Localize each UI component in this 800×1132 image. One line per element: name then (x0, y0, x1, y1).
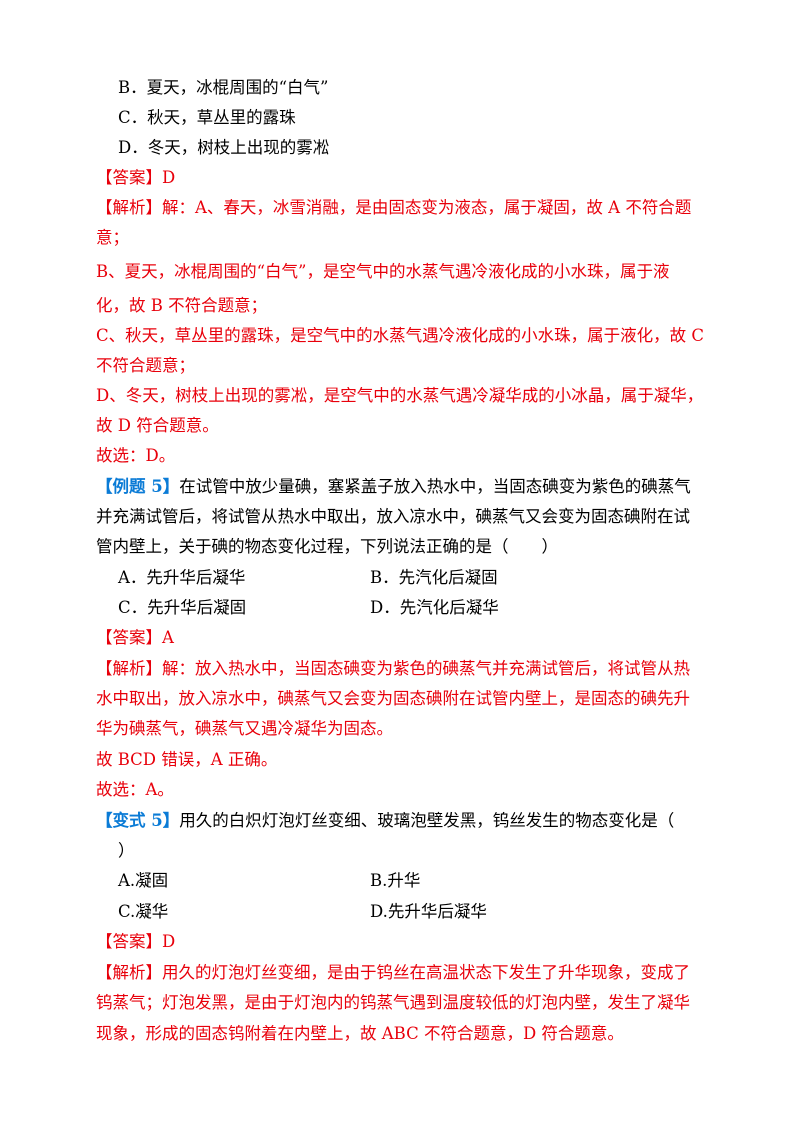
var5-label: 【变式 5】 (96, 811, 180, 830)
analysis-text: 解：A、春天，冰雪消融，是由固态变为液态，属于凝固，故 A 不符合题 (162, 198, 692, 217)
ex5-stem-line-2: 并充满试管后，将试管从热水中取出，放入凉水中，碘蒸气又会变为固态碘附在试 (96, 507, 690, 526)
analysis-text: 用久的灯泡灯丝变细，是由于钨丝在高温状态下发生了升华现象，变成了 (162, 963, 690, 982)
q4-analysis-line-1: 【解析】解：A、春天，冰雪消融，是由固态变为液态，属于凝固，故 A 不符合题 (96, 198, 691, 218)
ex5-option-a: A．先升华后凝华 (118, 568, 246, 587)
var5-option-c: C.凝华 (118, 902, 169, 921)
q4-analysis-line-8: 故 D 符合题意。 (96, 416, 219, 435)
q4-option-b: B．夏天，冰棍周围的“白气” (118, 78, 329, 97)
q4-option-d: D．冬天，树枝上出现的雾凇 (118, 138, 330, 157)
answer-value: D (162, 932, 176, 951)
ex5-label: 【例题 5】 (96, 477, 180, 496)
q4-analysis-line-5: C、秋天，草丛里的露珠，是空气中的水蒸气遇冷液化成的小水珠，属于液化，故 C (96, 326, 704, 345)
var5-option-b: B.升华 (370, 871, 421, 890)
q4-analysis-line-2: 意； (96, 228, 129, 247)
answer-label: 【答案】 (96, 932, 162, 951)
q4-analysis-line-6: 不符合题意； (96, 356, 195, 375)
ex5-option-d: D．先汽化后凝华 (370, 598, 499, 617)
var5-analysis-line-2: 钨蒸气；灯泡发黑，是由于灯泡内的钨蒸气遇到温度较低的灯泡内壁，发生了凝华 (96, 993, 690, 1012)
q4-answer: 【答案】D (96, 168, 175, 188)
ex5-choose: 故选：A。 (96, 780, 174, 799)
ex5-answer: 【答案】A (96, 628, 174, 648)
q4-analysis-line-7: D、冬天，树枝上出现的雾凇，是空气中的水蒸气遇冷凝华成的小冰晶，属于凝华， (96, 386, 704, 405)
answer-label: 【答案】 (96, 628, 162, 647)
analysis-text: 解：放入热水中，当固态碘变为紫色的碘蒸气并充满试管后，将试管从热 (162, 659, 690, 678)
ex5-stem-line-3: 管内壁上，关于碘的物态变化过程，下列说法正确的是（ ） (96, 537, 558, 556)
var5-analysis-line-1: 【解析】用久的灯泡灯丝变细，是由于钨丝在高温状态下发生了升华现象，变成了 (96, 963, 690, 983)
var5-answer: 【答案】D (96, 932, 175, 952)
var5-stem-text: 用久的白炽灯泡灯丝变细、玻璃泡壁发黑，钨丝发生的物态变化是（ (179, 811, 675, 830)
ex5-extra: 故 BCD 错误，A 正确。 (96, 750, 278, 769)
ex5-stem-text: 在试管中放少量碘，塞紧盖子放入热水中，当固态碘变为紫色的碘蒸气 (179, 477, 691, 496)
ex5-analysis-line-2: 水中取出，放入凉水中，碘蒸气又会变为固态碘附在试管内壁上，是固态的碘先升 (96, 689, 690, 708)
answer-value: D (162, 168, 176, 187)
ex5-analysis-line-1: 【解析】解：放入热水中，当固态碘变为紫色的碘蒸气并充满试管后，将试管从热 (96, 659, 690, 679)
q4-choose: 故选：D。 (96, 446, 176, 465)
ex5-option-b: B．先汽化后凝固 (370, 568, 498, 587)
q4-option-c: C．秋天，草丛里的露珠 (118, 108, 296, 127)
analysis-label: 【解析】 (96, 198, 162, 217)
q4-analysis-line-3: B、夏天，冰棍周围的“白气”，是空气中的水蒸气遇冷液化成的小水珠，属于液 (96, 262, 670, 281)
var5-option-a: A.凝固 (118, 871, 169, 890)
var5-analysis-line-3: 现象，形成的固态钨附着在内壁上，故 ABC 不符合题意，D 符合题意。 (96, 1024, 624, 1043)
answer-value: A (162, 628, 174, 647)
var5-stem-line-1: 【变式 5】用久的白炽灯泡灯丝变细、玻璃泡壁发黑，钨丝发生的物态变化是（ (96, 811, 674, 831)
var5-option-d: D.先升华后凝华 (370, 902, 487, 921)
analysis-label: 【解析】 (96, 963, 162, 982)
ex5-option-c: C．先升华后凝固 (118, 598, 247, 617)
ex5-analysis-line-3: 华为碘蒸气，碘蒸气又遇冷凝华为固态。 (96, 719, 393, 738)
q4-analysis-line-4: 化，故 B 不符合题意； (96, 296, 268, 315)
answer-label: 【答案】 (96, 168, 162, 187)
analysis-label: 【解析】 (96, 659, 162, 678)
ex5-stem-line-1: 【例题 5】在试管中放少量碘，塞紧盖子放入热水中，当固态碘变为紫色的碘蒸气 (96, 477, 691, 497)
var5-stem-line-2: ） (118, 841, 135, 860)
